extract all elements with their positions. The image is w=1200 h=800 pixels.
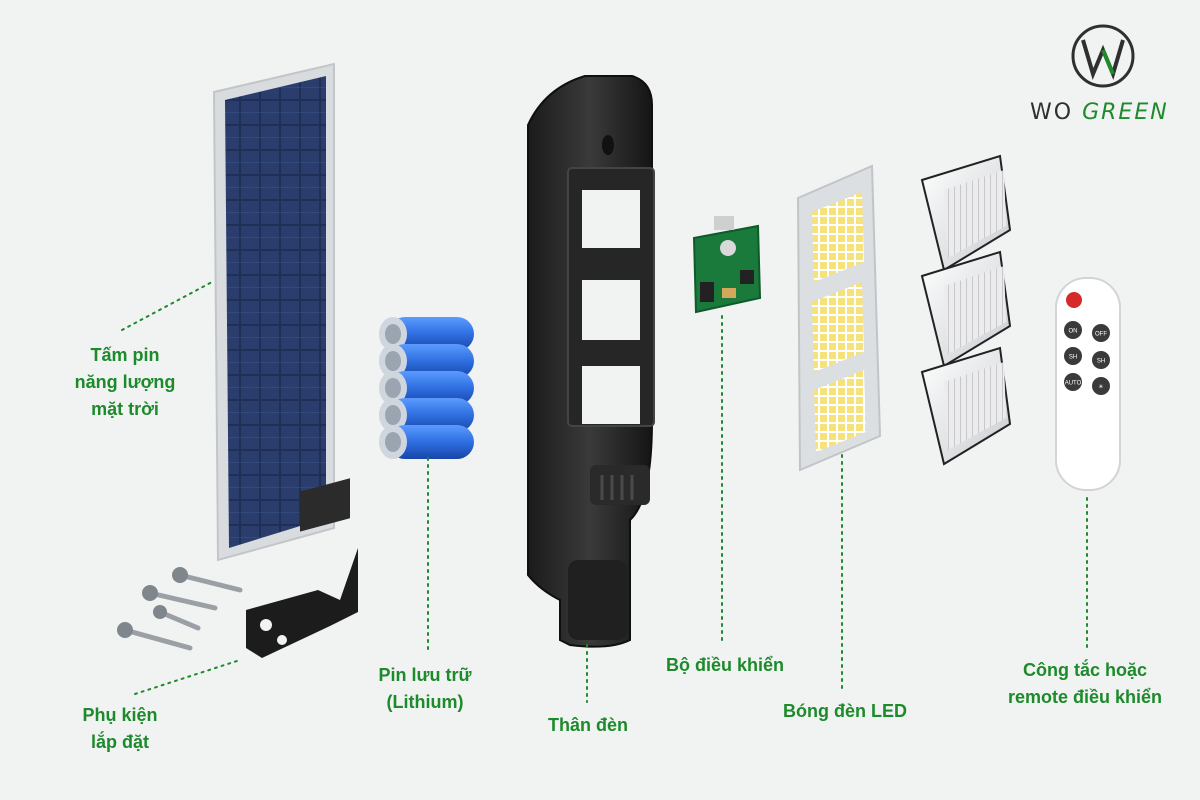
controller-board: [692, 216, 762, 314]
remote-button-label: SH: [1097, 359, 1105, 365]
label-line: mặt trời: [91, 399, 159, 419]
leader-line-solar-panel: [121, 281, 213, 331]
label-line: (Lithium): [386, 692, 464, 712]
bolts: [122, 572, 243, 651]
remote-button: [1092, 377, 1110, 395]
remote-button-label: AUTO: [1065, 381, 1082, 387]
mounting-accessories: [117, 478, 358, 658]
brand-part2: GREEN: [1082, 100, 1169, 125]
solar-panel: [212, 62, 335, 562]
label-solar-panel: Tấm pin năng lượng mặt trời: [55, 342, 195, 423]
led-board: [796, 164, 882, 472]
label-line: Công tắc hoặc: [1022, 660, 1147, 680]
label-line: Pin lưu trữ: [378, 665, 472, 685]
label-accessories: Phụ kiện lắp đặt: [60, 702, 180, 756]
label-line: năng lượng: [74, 372, 176, 392]
label-battery: Pin lưu trữ (Lithium): [355, 662, 495, 716]
remote-button-label: OFF: [1095, 332, 1107, 338]
remote-button-label: SH: [1069, 355, 1077, 361]
leader-line-accessories: [134, 659, 241, 695]
label-line: Phụ kiện: [82, 705, 158, 725]
label-line: Bộ điều khiển: [665, 655, 784, 675]
remote-button-label: ON: [1069, 329, 1078, 335]
label-line: Thân đèn: [548, 715, 628, 735]
label-lamp-body: Thân đèn: [528, 712, 648, 739]
lithium-batteries: [379, 317, 474, 459]
remote-button: [1064, 347, 1082, 365]
wogreen-logo: [1071, 24, 1135, 88]
label-controller: Bộ điều khiển: [655, 652, 795, 679]
label-line: Bóng đèn LED: [783, 701, 907, 721]
brand-name: WO GREEN: [1030, 100, 1169, 125]
remote-button: [1064, 373, 1082, 391]
remote-button-label: ☀: [1098, 384, 1103, 391]
lamp-body: [527, 75, 655, 648]
brand-part1: WO: [1030, 100, 1074, 125]
lens-modules: [920, 154, 1012, 466]
label-line: Tấm pin: [90, 345, 160, 365]
remote-control: ON OFF SH SH AUTO ☀: [1055, 277, 1121, 491]
remote-button: [1092, 351, 1110, 369]
remote-power-button: [1066, 292, 1082, 308]
remote-button: [1064, 321, 1082, 339]
remote-button: [1092, 324, 1110, 342]
label-line: lắp đặt: [90, 732, 149, 752]
label-led: Bóng đèn LED: [770, 698, 920, 725]
label-line: remote điều khiển: [1007, 687, 1163, 707]
label-remote: Công tắc hoặc remote điều khiển: [995, 657, 1175, 711]
